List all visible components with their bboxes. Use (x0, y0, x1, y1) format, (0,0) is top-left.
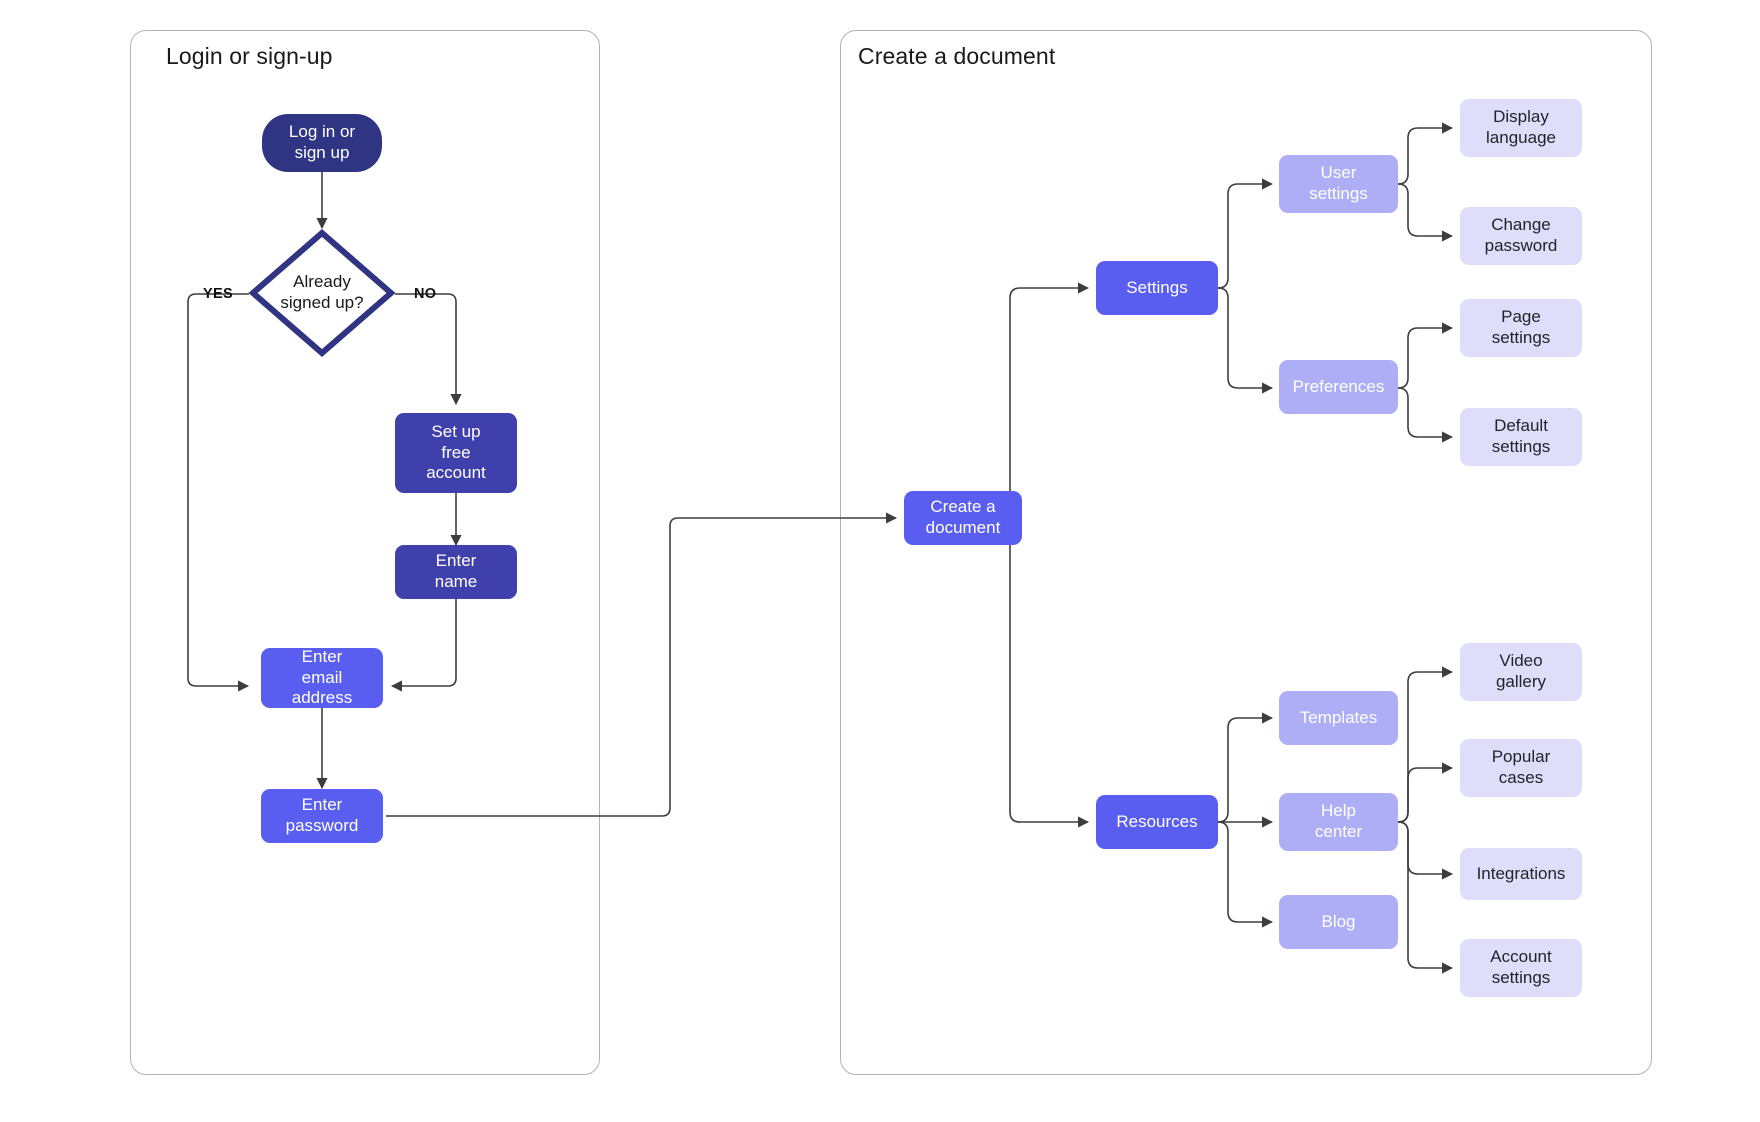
container-create-document (840, 30, 1652, 1075)
node-resources[interactable]: Resources (1096, 795, 1218, 849)
container-login-signup (130, 30, 600, 1075)
node-popular-cases[interactable]: Popular cases (1460, 739, 1582, 797)
node-enter-email-address[interactable]: Enter email address (261, 647, 383, 708)
node-create-a-document[interactable]: Create a document (904, 491, 1022, 545)
node-already-signed-up-label: Already signed up? (280, 272, 364, 312)
node-set-up-free-account[interactable]: Set up free account (395, 413, 517, 493)
node-log-in-or-sign-up[interactable]: Log in or sign up (262, 114, 382, 172)
node-display-language[interactable]: Display language (1460, 99, 1582, 157)
node-video-gallery[interactable]: Video gallery (1460, 643, 1582, 701)
edge-label-yes: YES (203, 286, 233, 302)
node-default-settings[interactable]: Default settings (1460, 408, 1582, 466)
container-login-signup-title: Login or sign-up (166, 43, 333, 69)
node-already-signed-up[interactable]: Already signed up? (248, 228, 396, 358)
node-help-center[interactable]: Help center (1279, 793, 1398, 851)
node-settings[interactable]: Settings (1096, 261, 1218, 315)
decision-diamond-shape (248, 229, 396, 357)
node-enter-name[interactable]: Enter name (395, 545, 517, 599)
node-preferences[interactable]: Preferences (1279, 360, 1398, 414)
node-user-settings[interactable]: User settings (1279, 155, 1398, 213)
node-enter-password[interactable]: Enter password (261, 789, 383, 843)
container-create-document-title: Create a document (858, 43, 1056, 69)
node-templates[interactable]: Templates (1279, 691, 1398, 745)
node-change-password[interactable]: Change password (1460, 207, 1582, 265)
edge-label-no: NO (414, 286, 437, 302)
node-integrations[interactable]: Integrations (1460, 848, 1582, 900)
node-account-settings[interactable]: Account settings (1460, 939, 1582, 997)
node-blog[interactable]: Blog (1279, 895, 1398, 949)
node-page-settings[interactable]: Page settings (1460, 299, 1582, 357)
